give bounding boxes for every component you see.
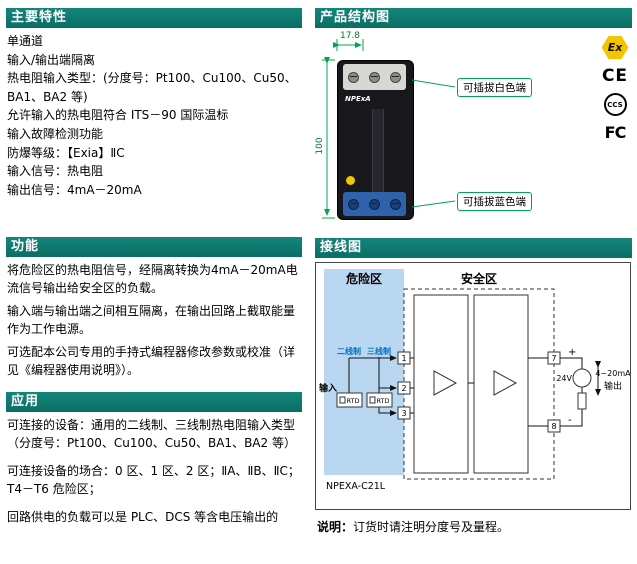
ce-logo-icon: CE [601,66,629,86]
device-label-stripe [372,109,384,211]
resistor-icon [339,396,346,404]
white-terminal-callout: 可插拔白色端 [457,78,532,97]
terminal-stub-wires [410,357,548,427]
fcc-logo-icon: FC [604,123,627,142]
application-title: 应用 [11,394,40,409]
device-module-image: NPExA [337,60,414,220]
features-list: 单通道 输入/输出端隔离 热电阻输入类型：(分度号：Pt100、Cu100、Cu… [7,32,301,199]
input-label: 输入 [319,382,337,394]
device-ex-mark-icon [346,176,355,185]
output-loop-wires [560,357,583,427]
feature-item: 防爆等级：【Exia】ⅡC [7,145,125,160]
certification-logos: Ex CE CCS FC [599,36,631,142]
wiring-section-header: 接线图 [315,238,632,258]
input-terminals: 1 2 3 [397,351,411,420]
rtd-label: RTD [376,397,389,405]
function-paragraph: 将危险区的热电阻信号，经隔离转换为4mA－20mA电流信号输出给安全区的负载。 [7,263,298,295]
amplifier-icon [493,370,518,396]
sensor-wires [348,355,397,416]
feature-item: 输入信号：热电阻 [7,164,104,179]
model-number-label: NPEXA-C21L [326,481,386,492]
order-note-text: 订货时请注明分度号及量程。 [353,520,510,534]
feature-item: 输入故障检测功能 [7,126,104,141]
terminal-7-number: 7 [551,354,556,363]
dim-height-value: 100 [315,137,325,154]
feature-item: 单通道 [7,34,44,48]
terminal-3-number: 3 [401,409,406,418]
rtd-sensor-1: RTD [336,392,363,408]
two-wire-label: 二线制 [337,346,361,356]
dim-width-value: 17.8 [340,31,360,41]
feature-item: 热电阻输入类型：(分度号：Pt100、Cu100、Cu50、BA1、BA2 等) [7,71,297,104]
terminal-8-number: 8 [551,422,556,431]
structure-title: 产品结构图 [320,10,391,25]
output-terminals: 7 8 [547,351,561,433]
supply-voltage-label: 24V [556,374,572,383]
amplifier-icon [433,370,458,396]
output-word-label: 输出 [604,380,622,392]
function-section-header: 功能 [6,237,302,257]
three-wire-label: 三线制 [367,346,391,356]
device-blue-terminal-block [343,192,406,216]
order-note-label: 说明： [317,520,354,534]
screw-icon [348,71,359,83]
minus-sign: - [568,415,572,426]
load-resistor-icon [577,392,587,410]
function-title: 功能 [11,239,40,254]
hazard-zone-label: 危险区 [345,271,382,286]
application-section-header: 应用 [6,392,302,412]
screw-icon [390,71,401,83]
device-brand-logo: NPExA [345,95,371,103]
function-paragraph: 可选配本公司专用的手持式编程器修改参数或校准（详见《编程器使用说明》）。 [7,345,296,377]
order-note: 说明：订货时请注明分度号及量程。 [317,518,509,535]
screw-icon [348,198,359,210]
plus-sign: + [568,347,576,358]
blue-terminal-callout: 可插拔蓝色端 [457,192,532,211]
wiring-diagram-figure: 危险区 安全区 1 2 3 [315,262,631,510]
application-paragraph: 回路供电的负载可以是 PLC、DCS 等含电压输出的 [7,510,279,524]
product-structure-figure: NPExA [315,30,632,236]
feature-item: 输入/输出端隔离 [7,52,96,67]
ccs-logo-icon: CCS [603,93,627,116]
leader-line-white-terminal [411,79,456,88]
rtd-label: RTD [346,397,359,405]
application-paragraph: 可连接的设备：通用的二线制、三线制热电阻输入类型（分度号：Pt100、Cu100… [7,418,296,450]
feature-item: 允许输入的热电阻符合 ITS－90 国际温标 [7,108,229,123]
terminal-2-number: 2 [401,384,406,393]
output-range-label: 4~20mA [595,369,630,378]
application-paragraph: 可连接设备的场合：0 区、1 区、2 区；ⅡA、ⅡB、ⅡC；T4－T6 危险区； [7,464,300,496]
screw-icon [390,198,401,210]
dimension-lines-svg: 17.8 100 [315,31,456,219]
wiring-title: 接线图 [320,240,363,255]
leader-line-blue-terminal [411,200,456,208]
right-column: 产品结构图 NPExA [315,8,632,558]
safe-zone-label: 安全区 [461,271,497,286]
device-white-terminal-block [343,64,406,90]
terminal-1-number: 1 [401,354,406,363]
atex-ex-logo-icon: Ex [601,36,629,59]
structure-section-header: 产品结构图 [315,8,632,28]
features-section-header: 主要特性 [6,8,302,28]
screw-icon [369,71,380,83]
power-supply-icon [572,368,592,388]
function-paragraph: 输入端与输出端之间相互隔离，在输出回路上截取能量作为工作电源。 [7,304,296,336]
rtd-sensor-2: RTD [366,392,393,408]
application-paragraphs: 可连接的设备：通用的二线制、三线制热电阻输入类型（分度号：Pt100、Cu100… [7,416,301,536]
left-column: 主要特性 单通道 输入/输出端隔离 热电阻输入类型：(分度号：Pt100、Cu1… [6,8,302,558]
resistor-icon [369,396,376,404]
wiring-diagram-svg: 危险区 安全区 1 2 3 [319,269,630,492]
hazard-zone-area [324,269,404,475]
function-paragraphs: 将危险区的热电阻信号，经隔离转换为4mA－20mA电流信号输出给安全区的负载。 … [7,261,301,384]
feature-item: 输出信号：4mA－20mA [7,182,142,197]
features-title: 主要特性 [11,10,68,25]
screw-icon [369,198,380,210]
